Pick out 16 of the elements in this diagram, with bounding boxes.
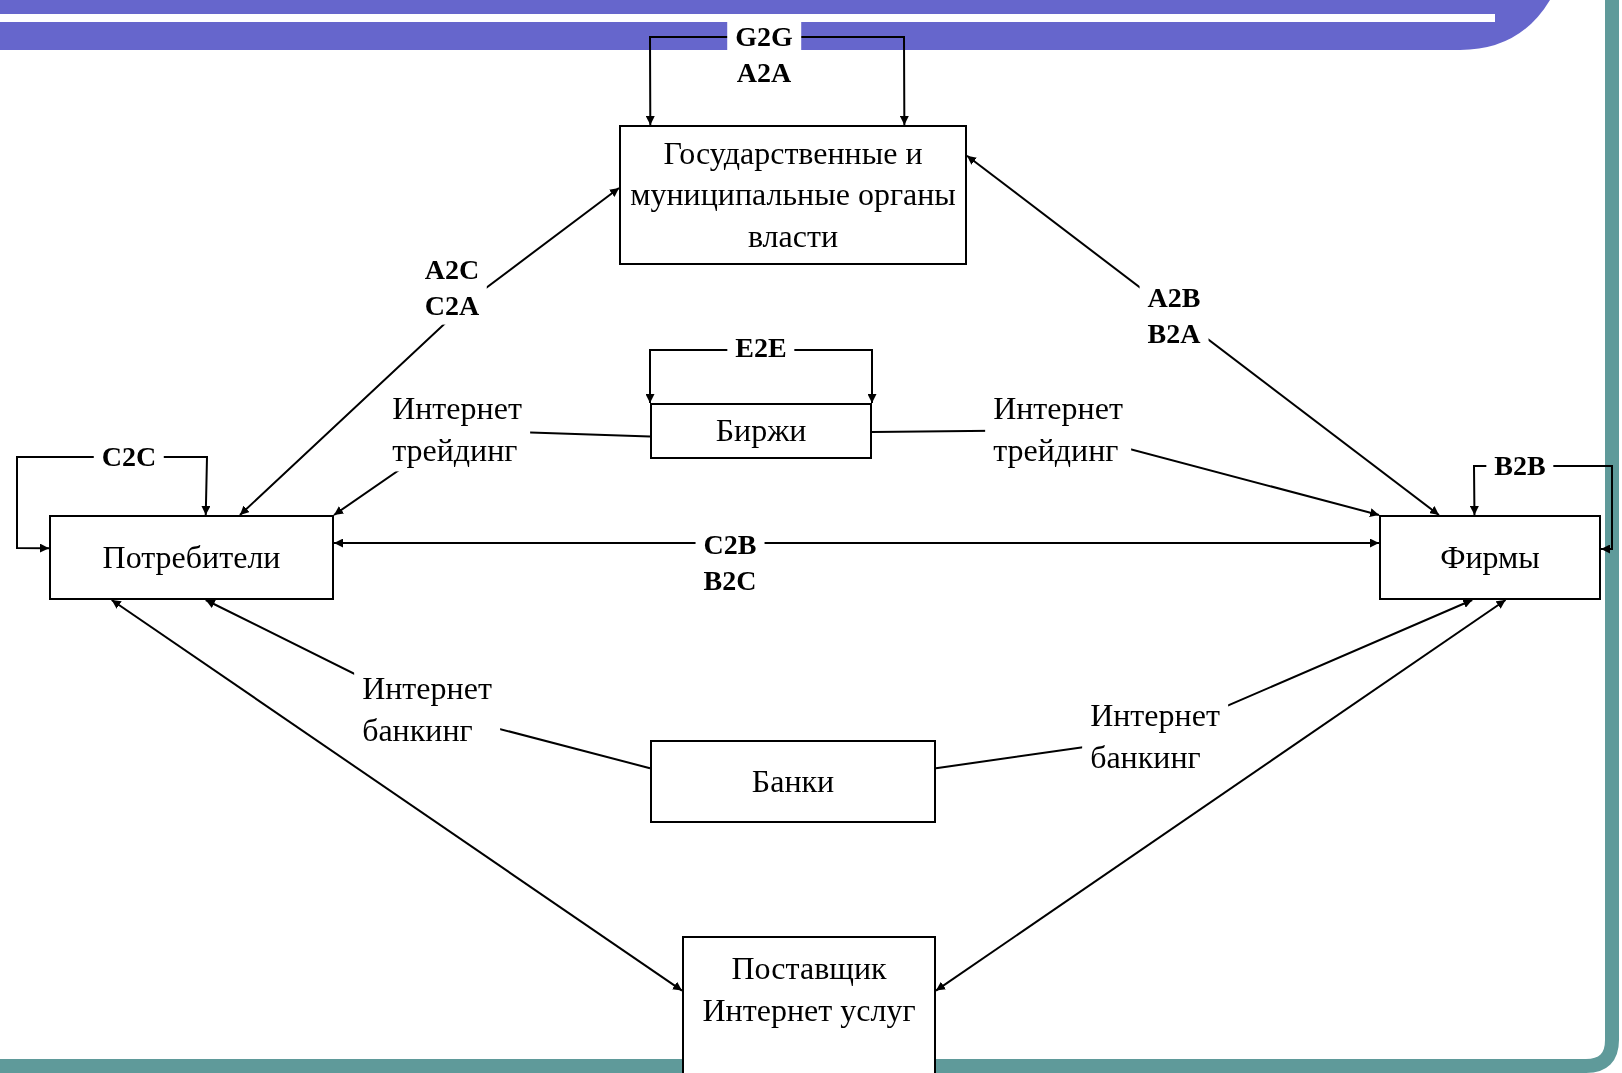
process-box — [682, 936, 936, 1073]
process-box — [650, 740, 936, 823]
arrow — [935, 599, 1507, 992]
box-label: Государственные и муниципальные органы власти — [629, 133, 957, 256]
process-box — [650, 403, 872, 459]
box-label: Банки — [751, 761, 835, 801]
box-label: Биржи — [715, 411, 807, 451]
process-box — [619, 125, 967, 265]
arrow — [333, 538, 1380, 548]
process-box — [1379, 515, 1601, 600]
box-label: Поставщик Интернет услуг — [701, 949, 917, 1030]
box-label: Фирмы — [1440, 537, 1540, 577]
box-label: Потребители — [102, 537, 281, 577]
arrow — [238, 187, 620, 516]
arrow — [110, 599, 683, 992]
process-box — [49, 515, 334, 600]
